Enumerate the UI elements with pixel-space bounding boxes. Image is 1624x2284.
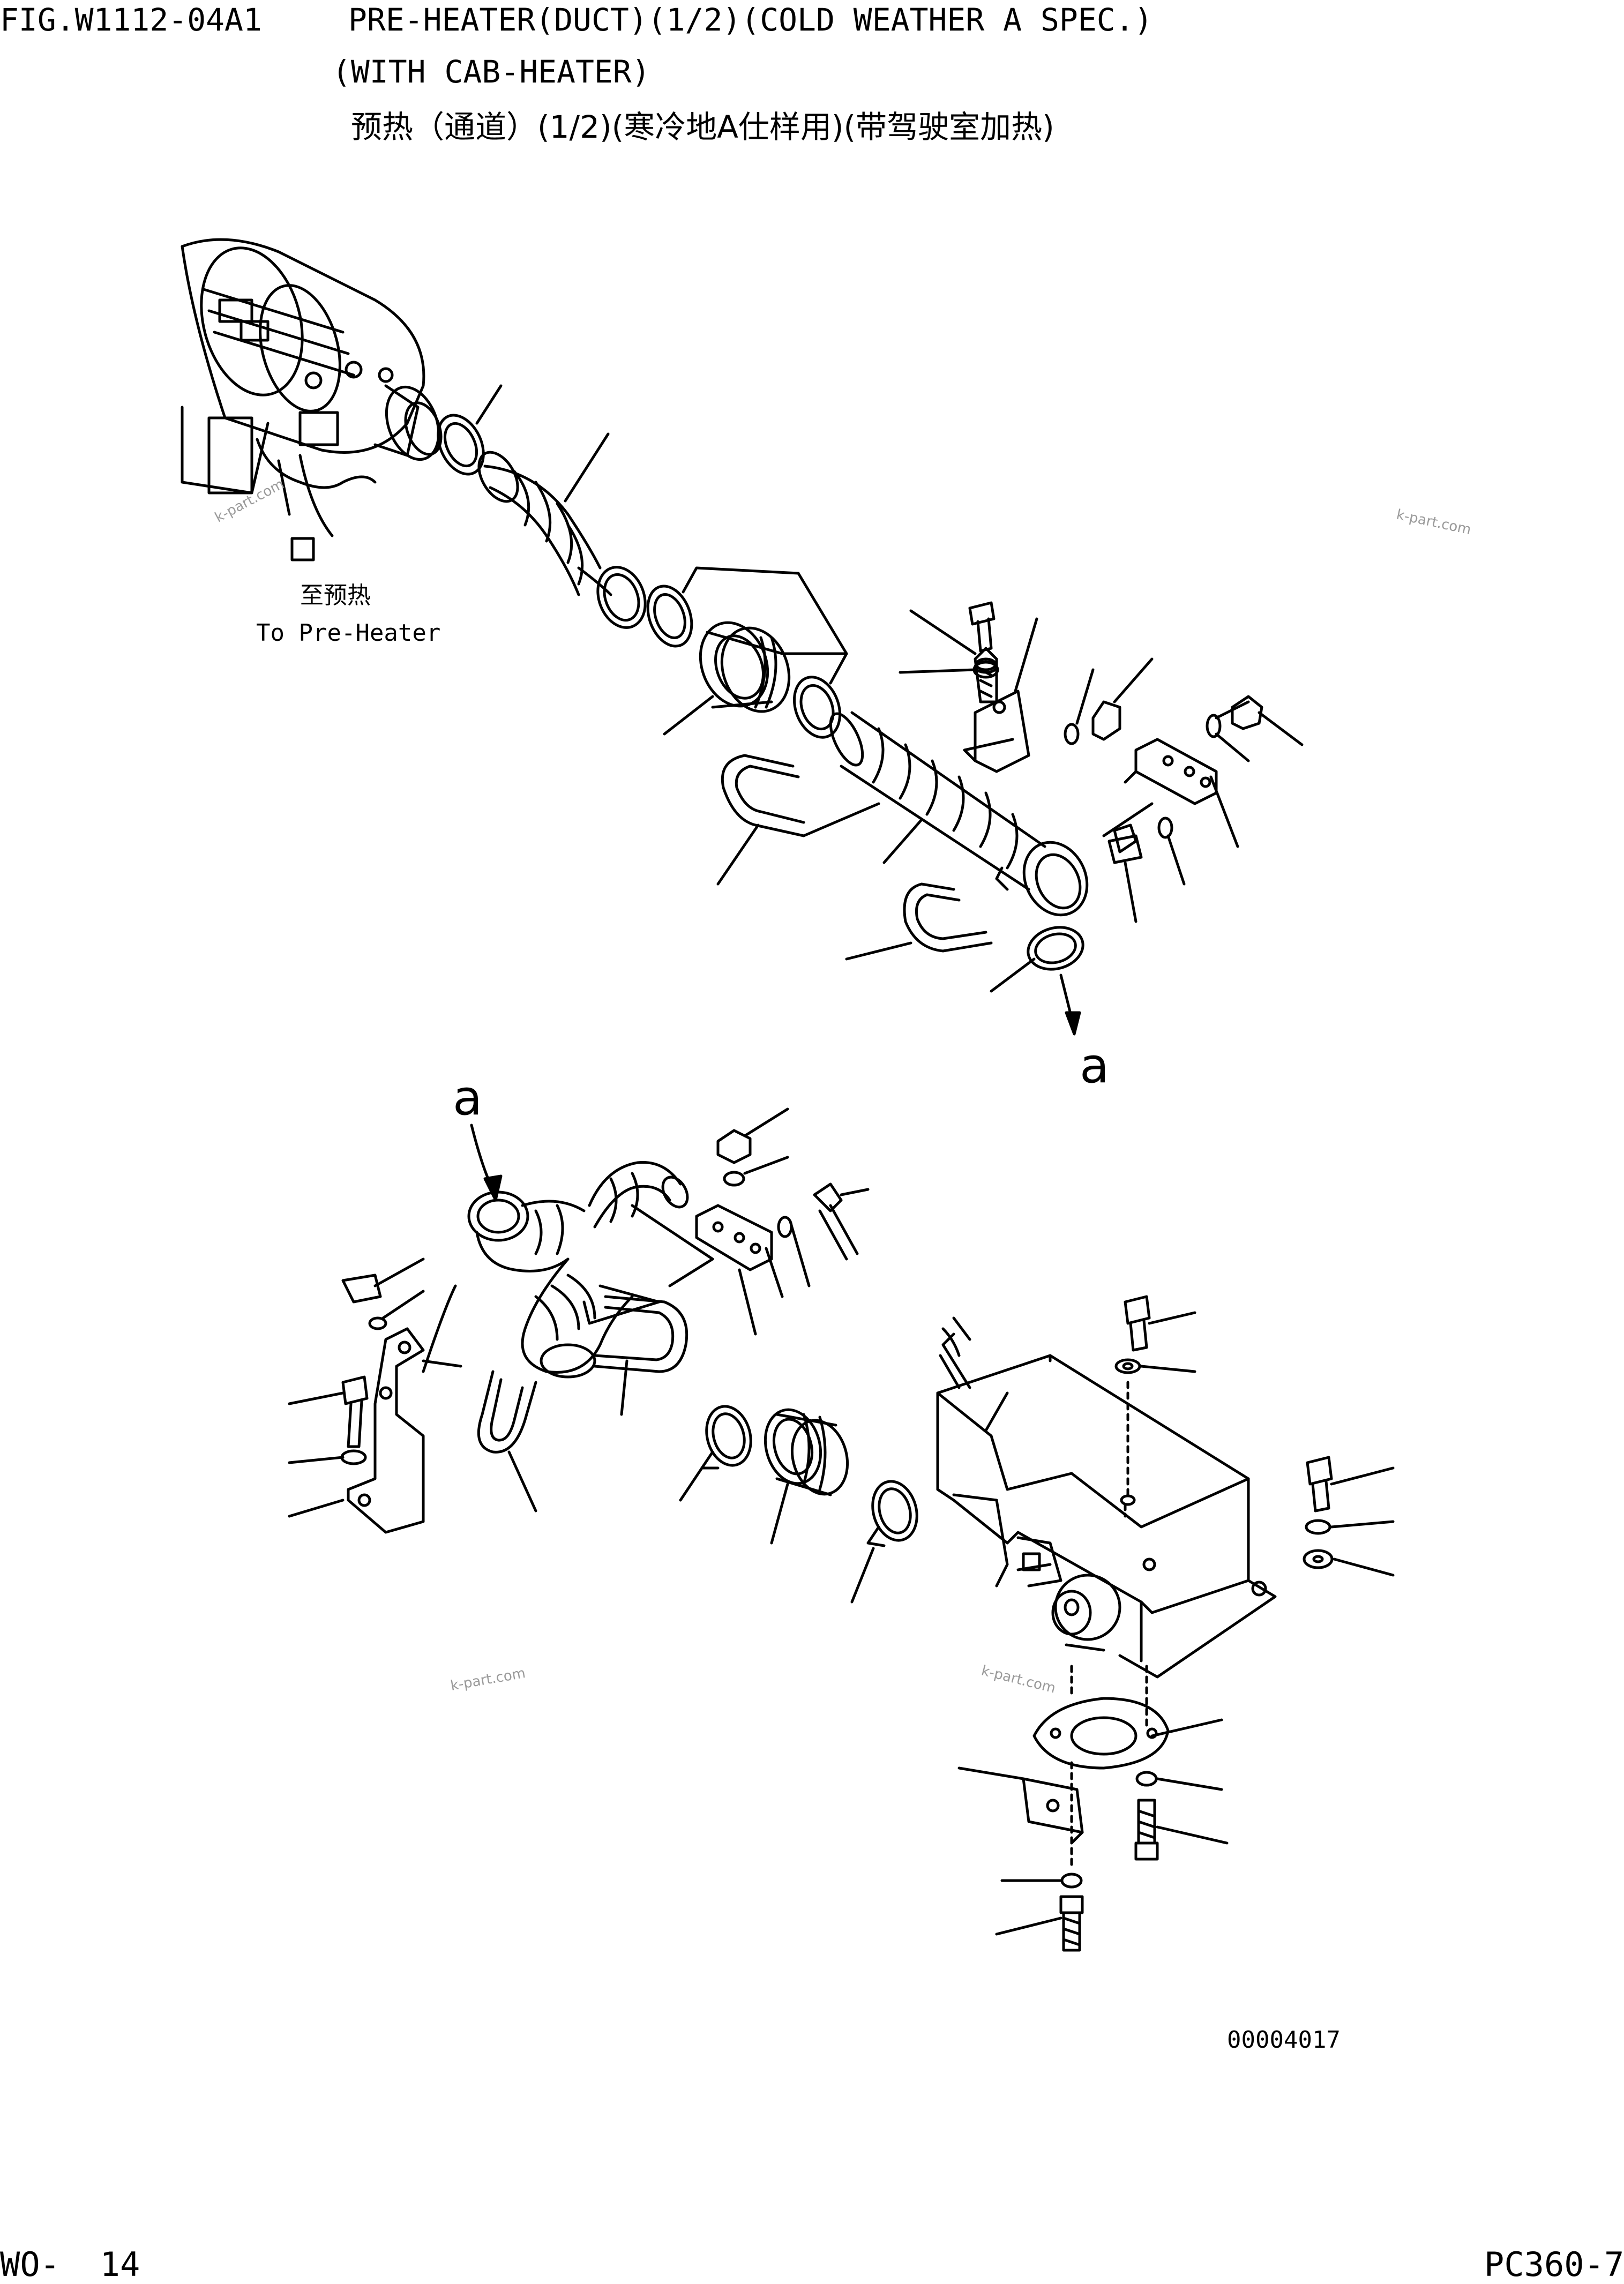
y-duct: [422, 1161, 714, 1379]
bracket-left-lower: [288, 1257, 462, 1534]
model-code: PC360-7: [1484, 2245, 1624, 2284]
title-line-1: PRE-HEATER(DUCT)(1/2)(COLD WEATHER A SPE…: [348, 2, 1153, 38]
drawing-number: 00004017: [1227, 2026, 1341, 2054]
page-number: WO- 14: [0, 2245, 140, 2284]
title-chinese: 预热（通道）(1/2)(寒冷地A仕样用)(带驾驶室加热): [351, 109, 1054, 145]
pre-heater-unit: [181, 238, 443, 561]
bent-duct-upper: [477, 432, 647, 629]
reference-mark-in: a: [453, 1070, 483, 1126]
hose-clamp-outlet: [990, 926, 1084, 1036]
box-bolts-right: [1114, 1295, 1395, 1577]
u-bolts-lower: [477, 1295, 688, 1512]
clamp-boot-assembly: [646, 566, 848, 739]
figure-id: FIG.W1112-04A1: [0, 2, 262, 38]
long-duct: [829, 711, 1089, 917]
bracket-upper: [899, 609, 1154, 773]
flange-lower: [957, 1665, 1229, 1952]
title-line-2: (WITH CAB-HEATER): [332, 54, 650, 90]
reference-mark-out: a: [1080, 1038, 1110, 1094]
arrow-in: [470, 1124, 503, 1202]
bolt-upper: [968, 601, 997, 671]
cab-heater-box: [936, 1316, 1277, 1679]
clamp-boot-lower: [679, 1405, 918, 1604]
label-to-preheater-cn: 至预热: [300, 582, 371, 609]
bracket-small-right: [1102, 695, 1304, 923]
hardware-lower-upper: [668, 1107, 870, 1336]
hose-clamp-1: [437, 384, 503, 476]
label-to-preheater-en: To Pre-Heater: [256, 619, 441, 647]
u-bolts-upper: [716, 754, 993, 961]
